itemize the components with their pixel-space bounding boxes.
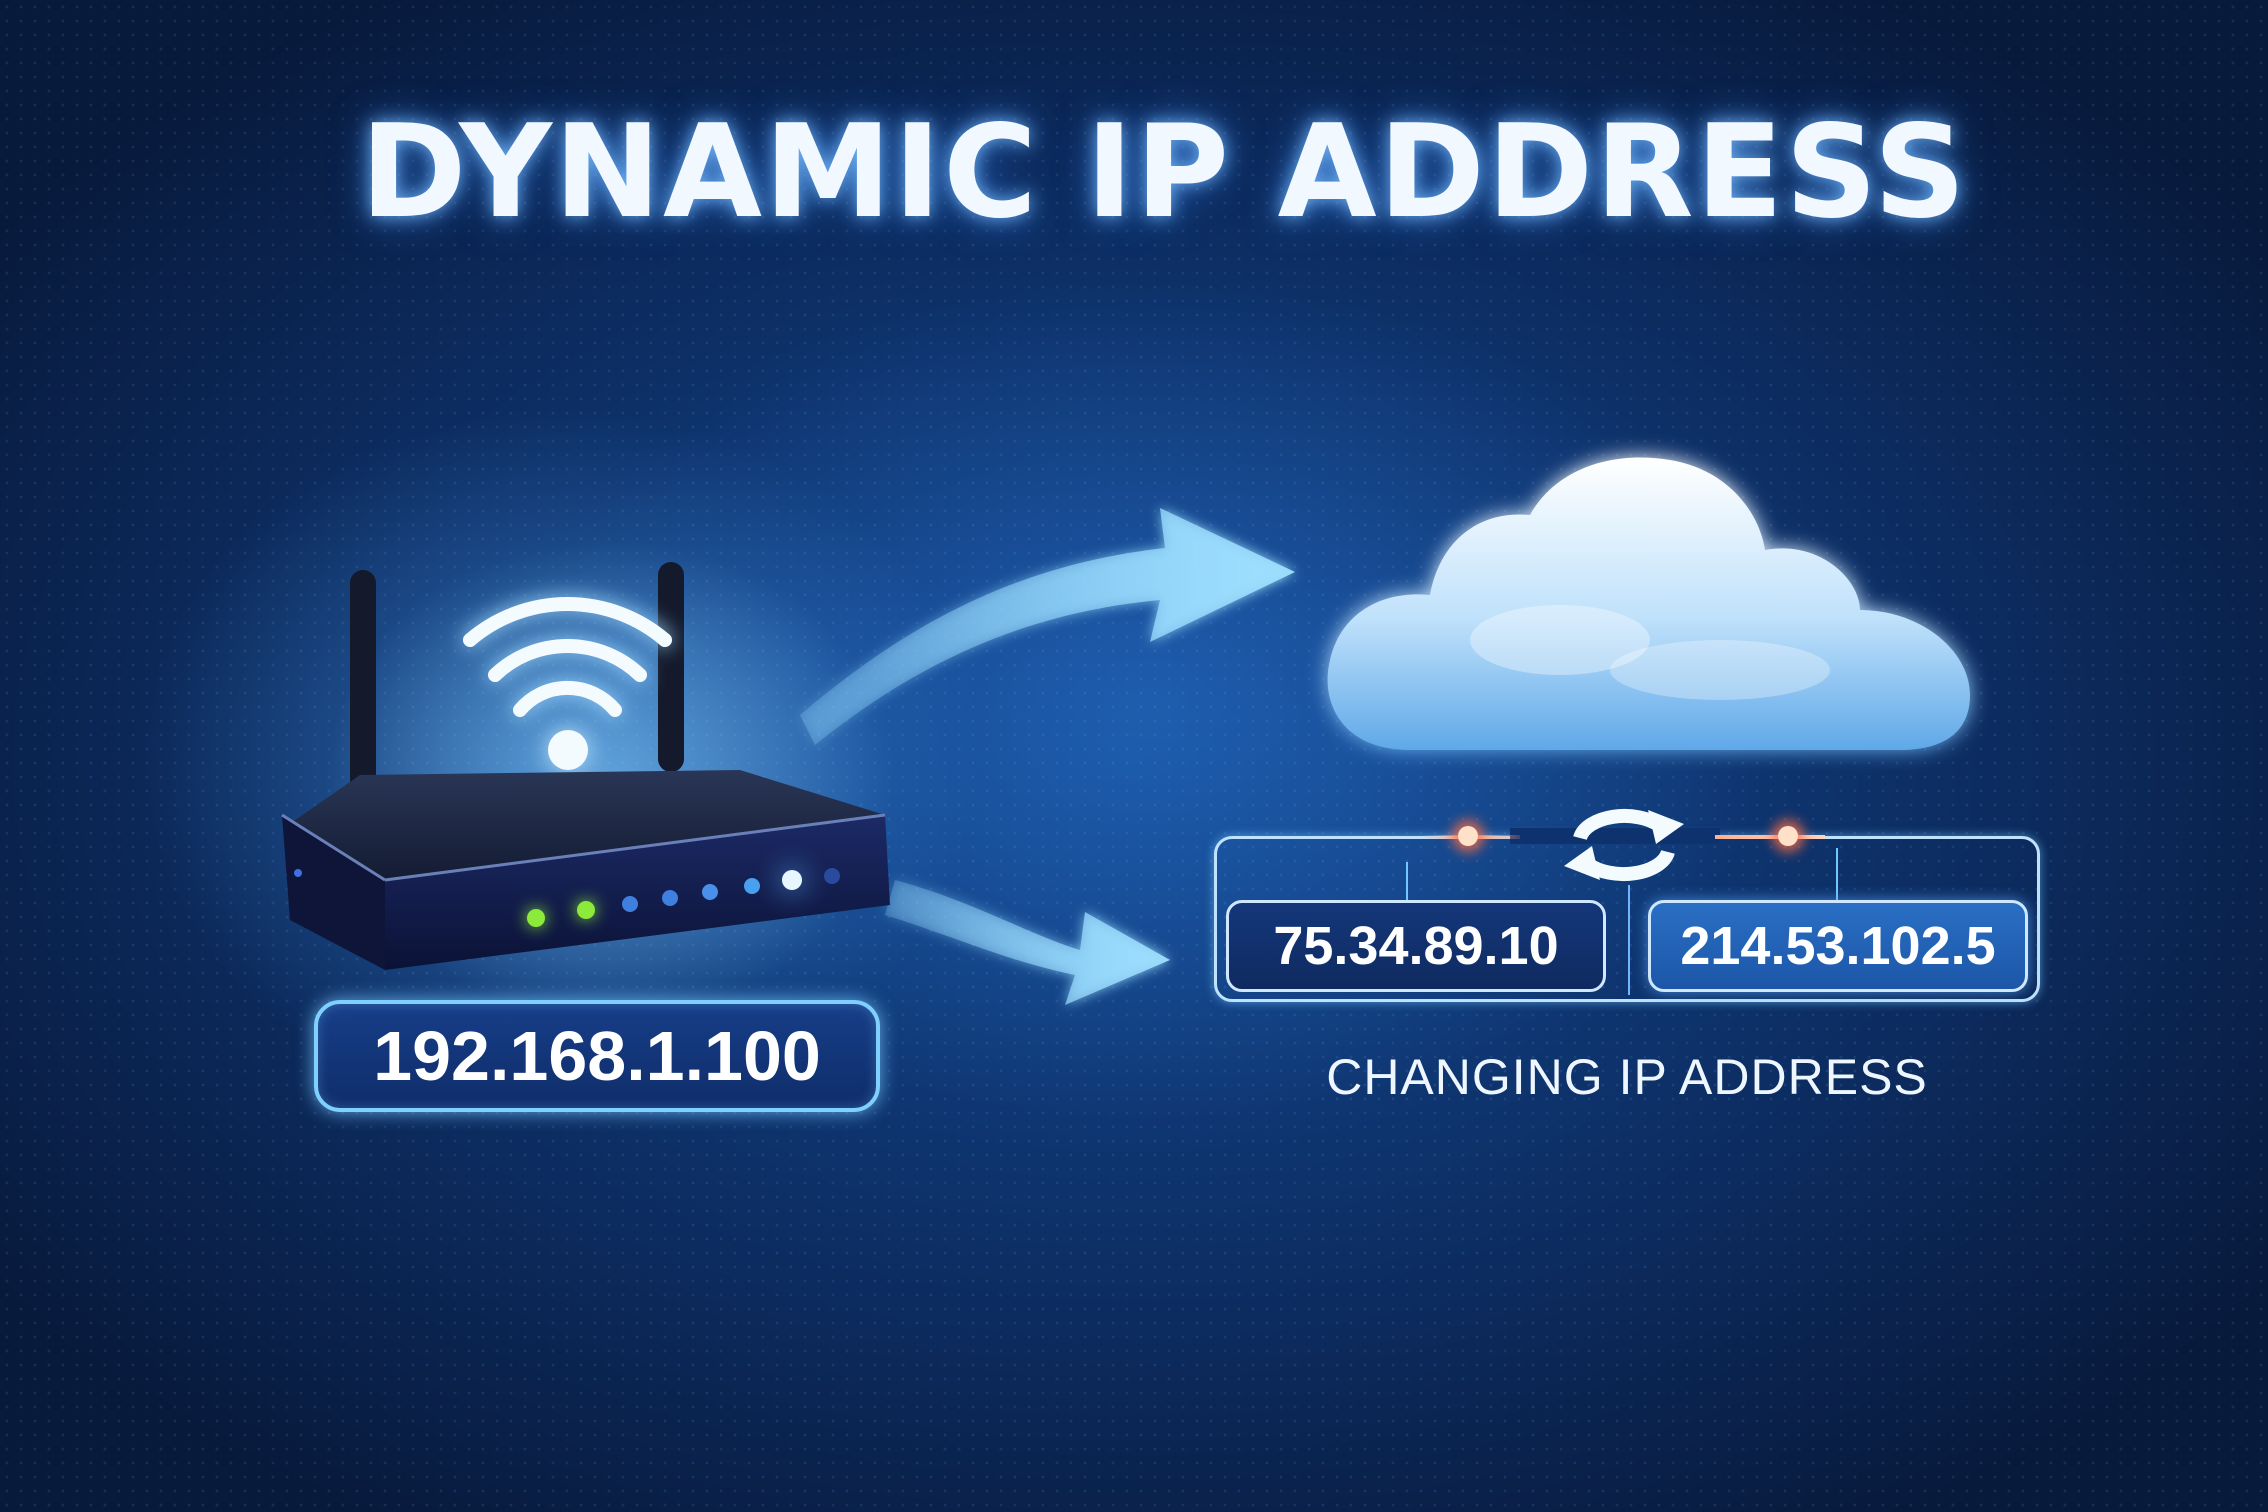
arrow-to-ip-icon <box>885 880 1170 1005</box>
led-5 <box>702 884 718 900</box>
cloud-icon <box>1327 457 1970 750</box>
led-1 <box>527 909 545 927</box>
ip-divider <box>1628 885 1630 995</box>
signal-dot-left <box>1458 826 1478 846</box>
wifi-icon <box>463 597 672 717</box>
antenna-right <box>658 562 684 772</box>
local-ip-badge: 192.168.1.100 <box>314 1000 880 1112</box>
current-public-ip: 214.53.102.5 <box>1648 900 2028 992</box>
led-8 <box>824 868 840 884</box>
led-2 <box>577 901 595 919</box>
led-6 <box>744 878 760 894</box>
page-title: DYNAMIC IP ADDRESS <box>360 98 1968 247</box>
led-4 <box>662 890 678 906</box>
connector-tick-left <box>1406 862 1408 902</box>
refresh-icon <box>1564 808 1684 882</box>
led-side <box>294 869 302 877</box>
antenna-left <box>350 570 376 800</box>
signal-line-right <box>1715 835 1825 839</box>
led-3 <box>622 896 638 912</box>
router-icon <box>281 562 890 970</box>
changing-ip-caption: CHANGING IP ADDRESS <box>1326 1049 1928 1105</box>
signal-dot-right <box>1778 826 1798 846</box>
connector-tick-right <box>1836 848 1838 902</box>
led-7 <box>782 870 802 890</box>
previous-public-ip: 75.34.89.10 <box>1226 900 1606 992</box>
